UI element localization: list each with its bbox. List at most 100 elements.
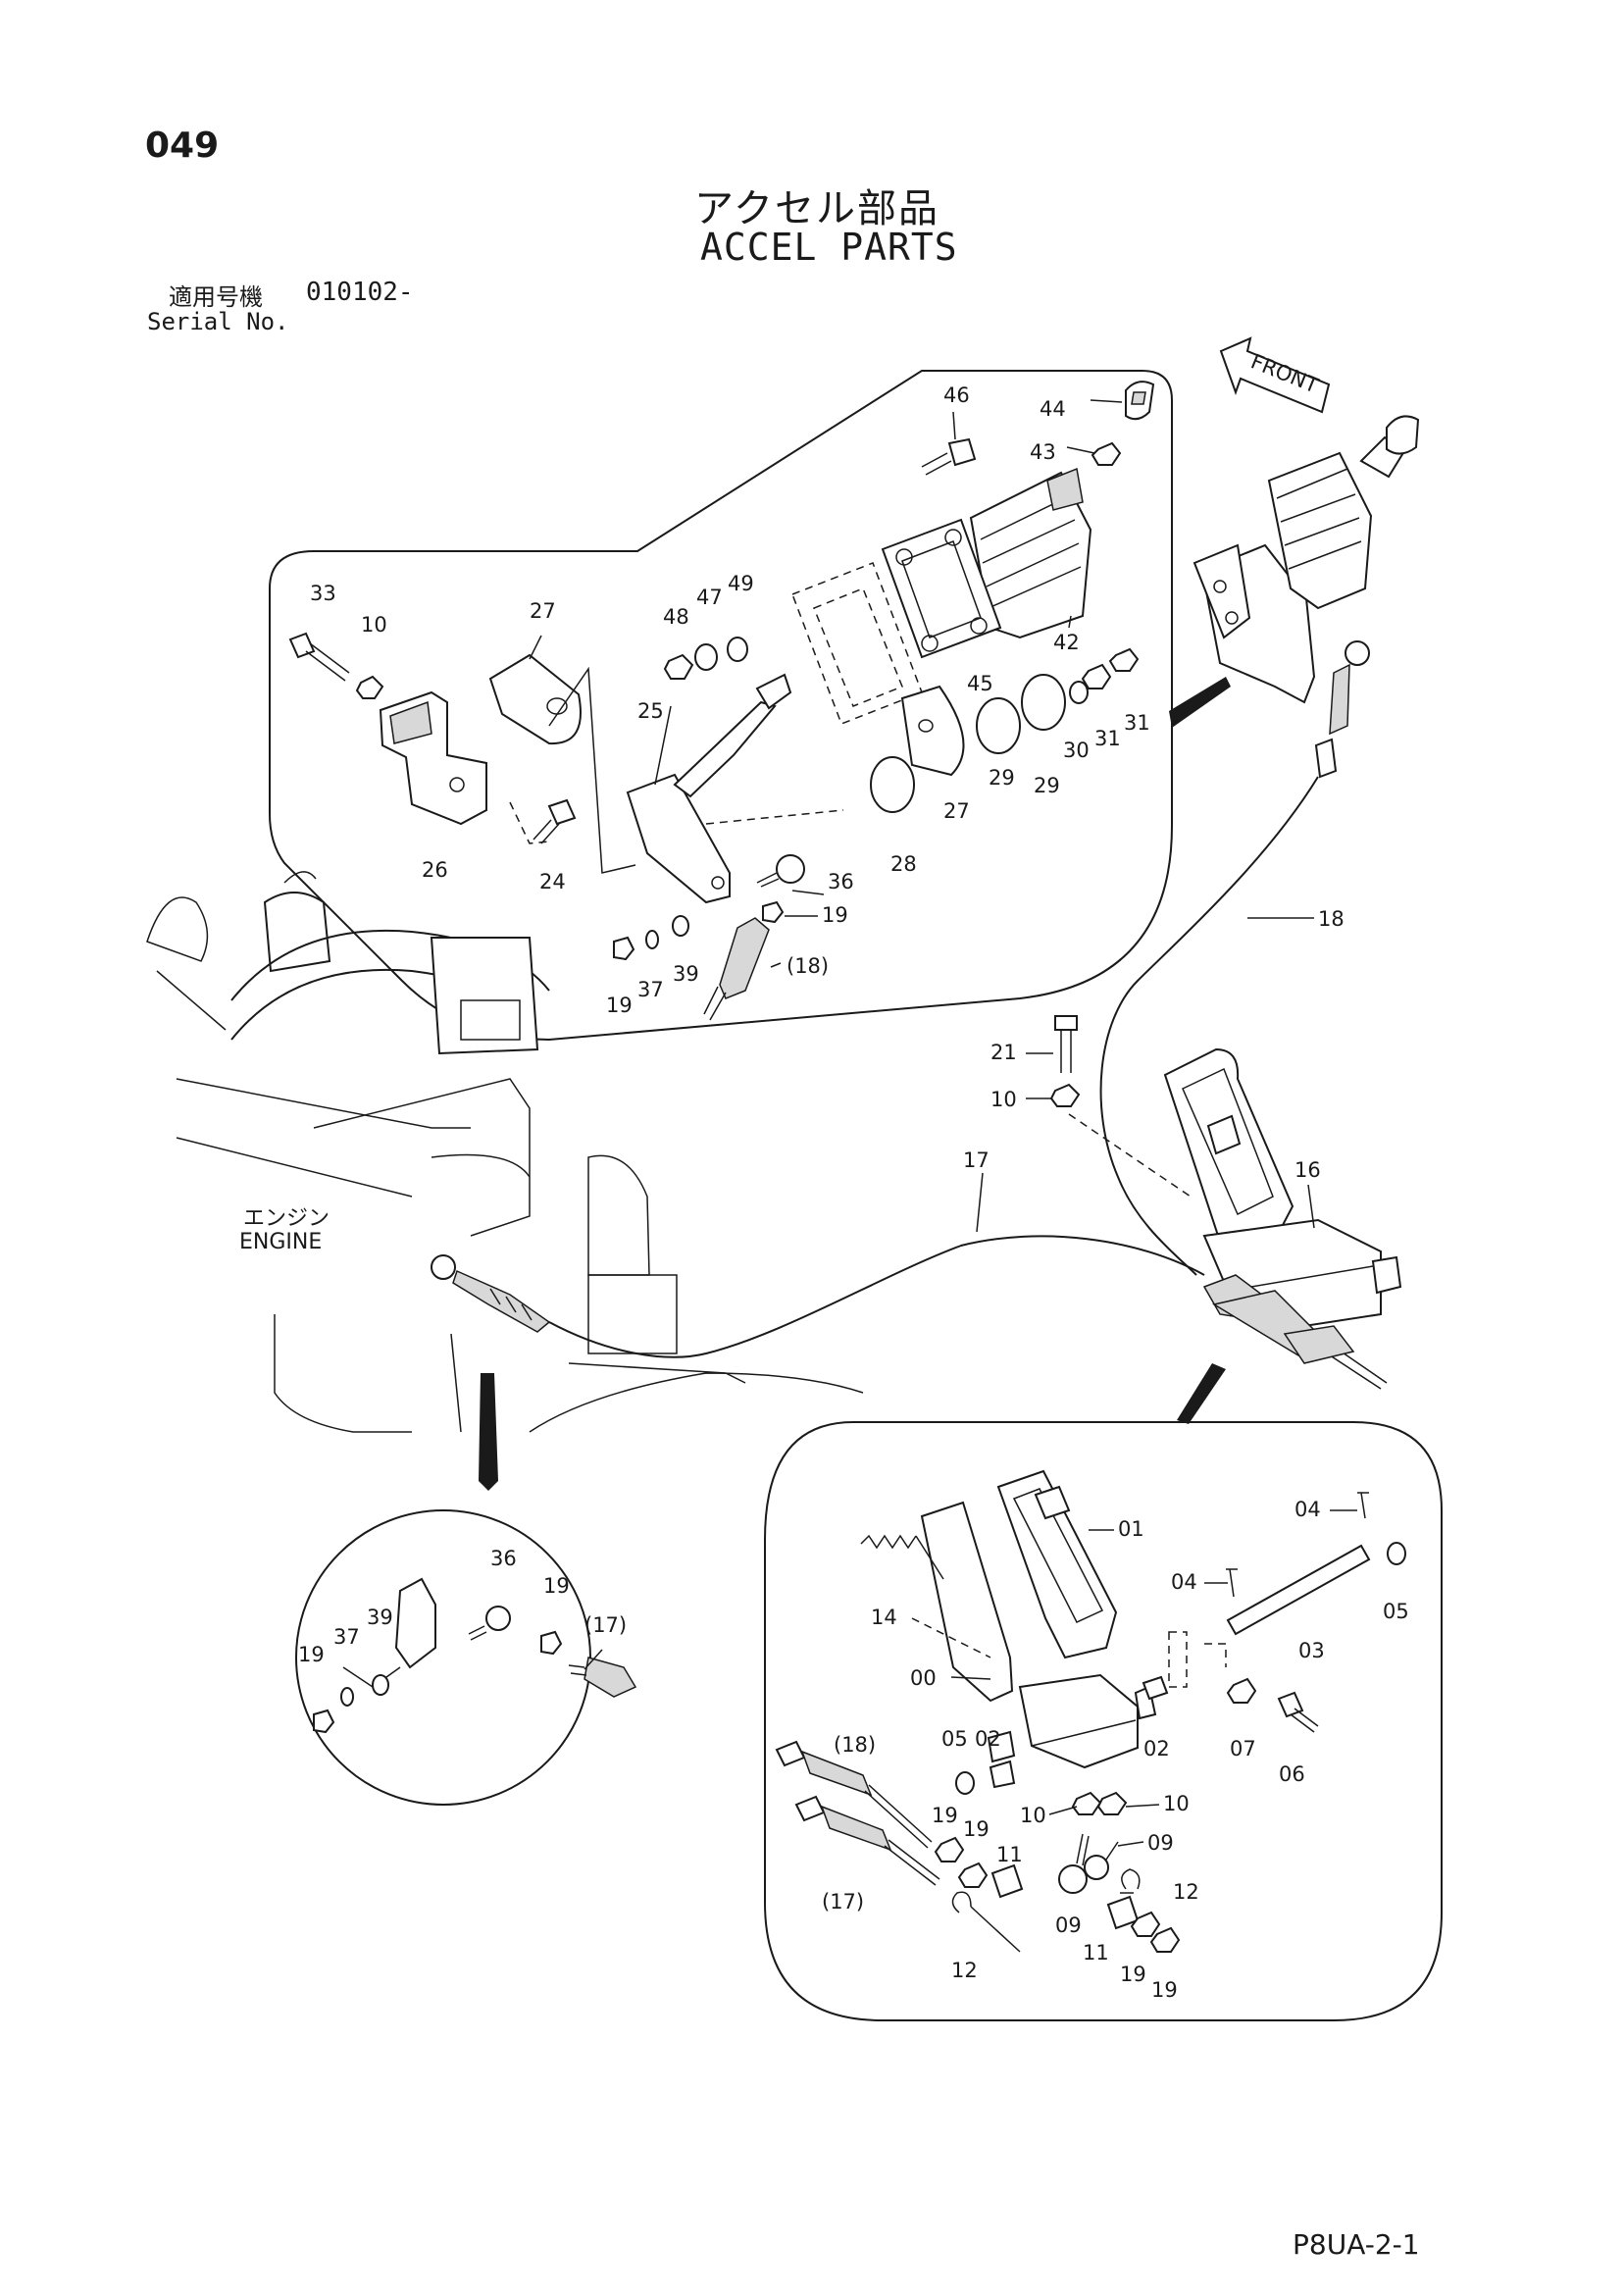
serial-label-english: Serial No.: [147, 308, 289, 335]
callout: 03: [1298, 1639, 1325, 1662]
callout: 04: [1171, 1570, 1197, 1594]
callouts-lower-left: 36 19 39 37 19 (17): [298, 1547, 627, 1666]
callout: 12: [1173, 1880, 1199, 1904]
disc-28: [870, 756, 915, 813]
callout: 47: [696, 586, 723, 609]
callout: 06: [1279, 1762, 1305, 1786]
title-japanese: アクセル部品: [694, 186, 939, 231]
nut-19-lower-b: [957, 1862, 989, 1888]
nut-19-lower-a: [934, 1836, 965, 1862]
callout: (17): [584, 1613, 627, 1637]
bolt-33: [288, 632, 350, 682]
callout: 19: [606, 994, 633, 1017]
nut-19-lower-c: [1130, 1911, 1161, 1937]
washer-05-left: [955, 1771, 975, 1795]
bracket-dash-b: [1204, 1643, 1227, 1667]
callout: (18): [834, 1733, 876, 1757]
serial-label-japanese: 適用号機: [169, 283, 263, 311]
callout: 44: [1040, 397, 1066, 421]
callout: 16: [1294, 1158, 1321, 1182]
nut-10-pedal: [1049, 1083, 1081, 1107]
callout: 19: [932, 1804, 958, 1827]
engine-label-japanese: エンジン: [243, 1206, 330, 1231]
callout: 21: [990, 1041, 1017, 1064]
callout: 27: [943, 799, 970, 823]
callout: 31: [1124, 711, 1150, 735]
callout: 45: [967, 672, 993, 695]
serial-value: 010102-: [306, 278, 414, 307]
cable-17-leader: [976, 1172, 984, 1233]
bolt-21-dash: [1068, 1113, 1192, 1198]
pedal-cable-ends: [1202, 1274, 1388, 1390]
washer-39-upper: [672, 915, 689, 937]
callout: 43: [1030, 440, 1056, 464]
nut-19-lower-d: [1149, 1926, 1181, 1953]
nut-31-a: [1081, 663, 1112, 689]
front-arrow: FRONT: [1219, 336, 1331, 414]
callout: 39: [673, 962, 699, 986]
knob-44: [1125, 381, 1155, 421]
clip-12-left: [951, 1891, 972, 1913]
cable-end-17-engine: [431, 1254, 551, 1333]
callout: 36: [828, 870, 854, 893]
lower-right-pedal: [920, 1469, 1169, 1769]
callout: 01: [1118, 1517, 1144, 1541]
engine-label-english: ENGINE: [239, 1230, 323, 1254]
ball-joint-09-b: [1084, 1841, 1119, 1880]
assembly-line-a: [548, 666, 636, 874]
ball-joint-36-upper: [756, 854, 805, 888]
nut-10-upper: [355, 675, 384, 699]
clip-12-right: [1121, 1868, 1141, 1890]
cable-end-18-upper: [703, 917, 770, 1021]
assembly-line-c: [509, 801, 550, 844]
callout: 48: [663, 605, 689, 629]
lever-25: [626, 673, 792, 904]
callout: 19: [963, 1817, 990, 1841]
callout: 30: [1063, 739, 1090, 762]
bolt-24: [533, 798, 577, 844]
callout: 49: [728, 572, 754, 595]
callout: 05: [941, 1727, 968, 1751]
nut-10-lower-b: [1096, 1791, 1128, 1815]
callout: 17: [963, 1148, 990, 1172]
callout: 10: [361, 613, 387, 637]
cable-end-17-lower: [794, 1795, 940, 1886]
nut-43: [1091, 441, 1122, 466]
nut-10-lower-a: [1071, 1791, 1102, 1815]
callout: 19: [822, 903, 848, 927]
callout: 04: [1294, 1498, 1321, 1521]
callouts-upper: 46 44 43 33 10 27 48 47 49 42 25 45 30 3…: [310, 383, 1345, 1182]
callout: 11: [996, 1843, 1023, 1866]
washer-30: [1069, 681, 1089, 704]
callout: 19: [543, 1574, 570, 1598]
callout: 19: [298, 1643, 325, 1666]
plate-27-lower: [900, 685, 965, 777]
cable-end-18-lower: [775, 1740, 933, 1849]
assembly-line-b: [705, 809, 844, 825]
callout: 19: [1151, 1978, 1178, 2002]
lower-left-parts: [313, 1577, 637, 1734]
callout: 36: [490, 1547, 517, 1570]
rod-03: [1226, 1544, 1371, 1636]
callout: 39: [367, 1606, 393, 1629]
lower-left-detail-circle: [295, 1509, 591, 1806]
callout: 10: [1020, 1804, 1046, 1827]
callout: 29: [989, 766, 1015, 790]
callout: 10: [1163, 1792, 1190, 1815]
bushing-11-left: [990, 1863, 1024, 1899]
ball-joint-09-a: [1058, 1833, 1090, 1894]
callout: 09: [1055, 1913, 1082, 1937]
bolt-21: [1054, 1015, 1078, 1073]
callout: 42: [1053, 631, 1080, 654]
pin-04-a: [1357, 1492, 1369, 1519]
gasket-inner: [813, 587, 903, 707]
washer-49: [727, 637, 748, 662]
plate-45: [881, 518, 1002, 659]
title-english: ACCEL PARTS: [700, 226, 958, 269]
bracket-26: [379, 690, 487, 826]
callout: 31: [1094, 727, 1121, 750]
bushing-02: [989, 1760, 1016, 1789]
callout: 46: [943, 383, 970, 407]
callout: 12: [951, 1959, 978, 1982]
